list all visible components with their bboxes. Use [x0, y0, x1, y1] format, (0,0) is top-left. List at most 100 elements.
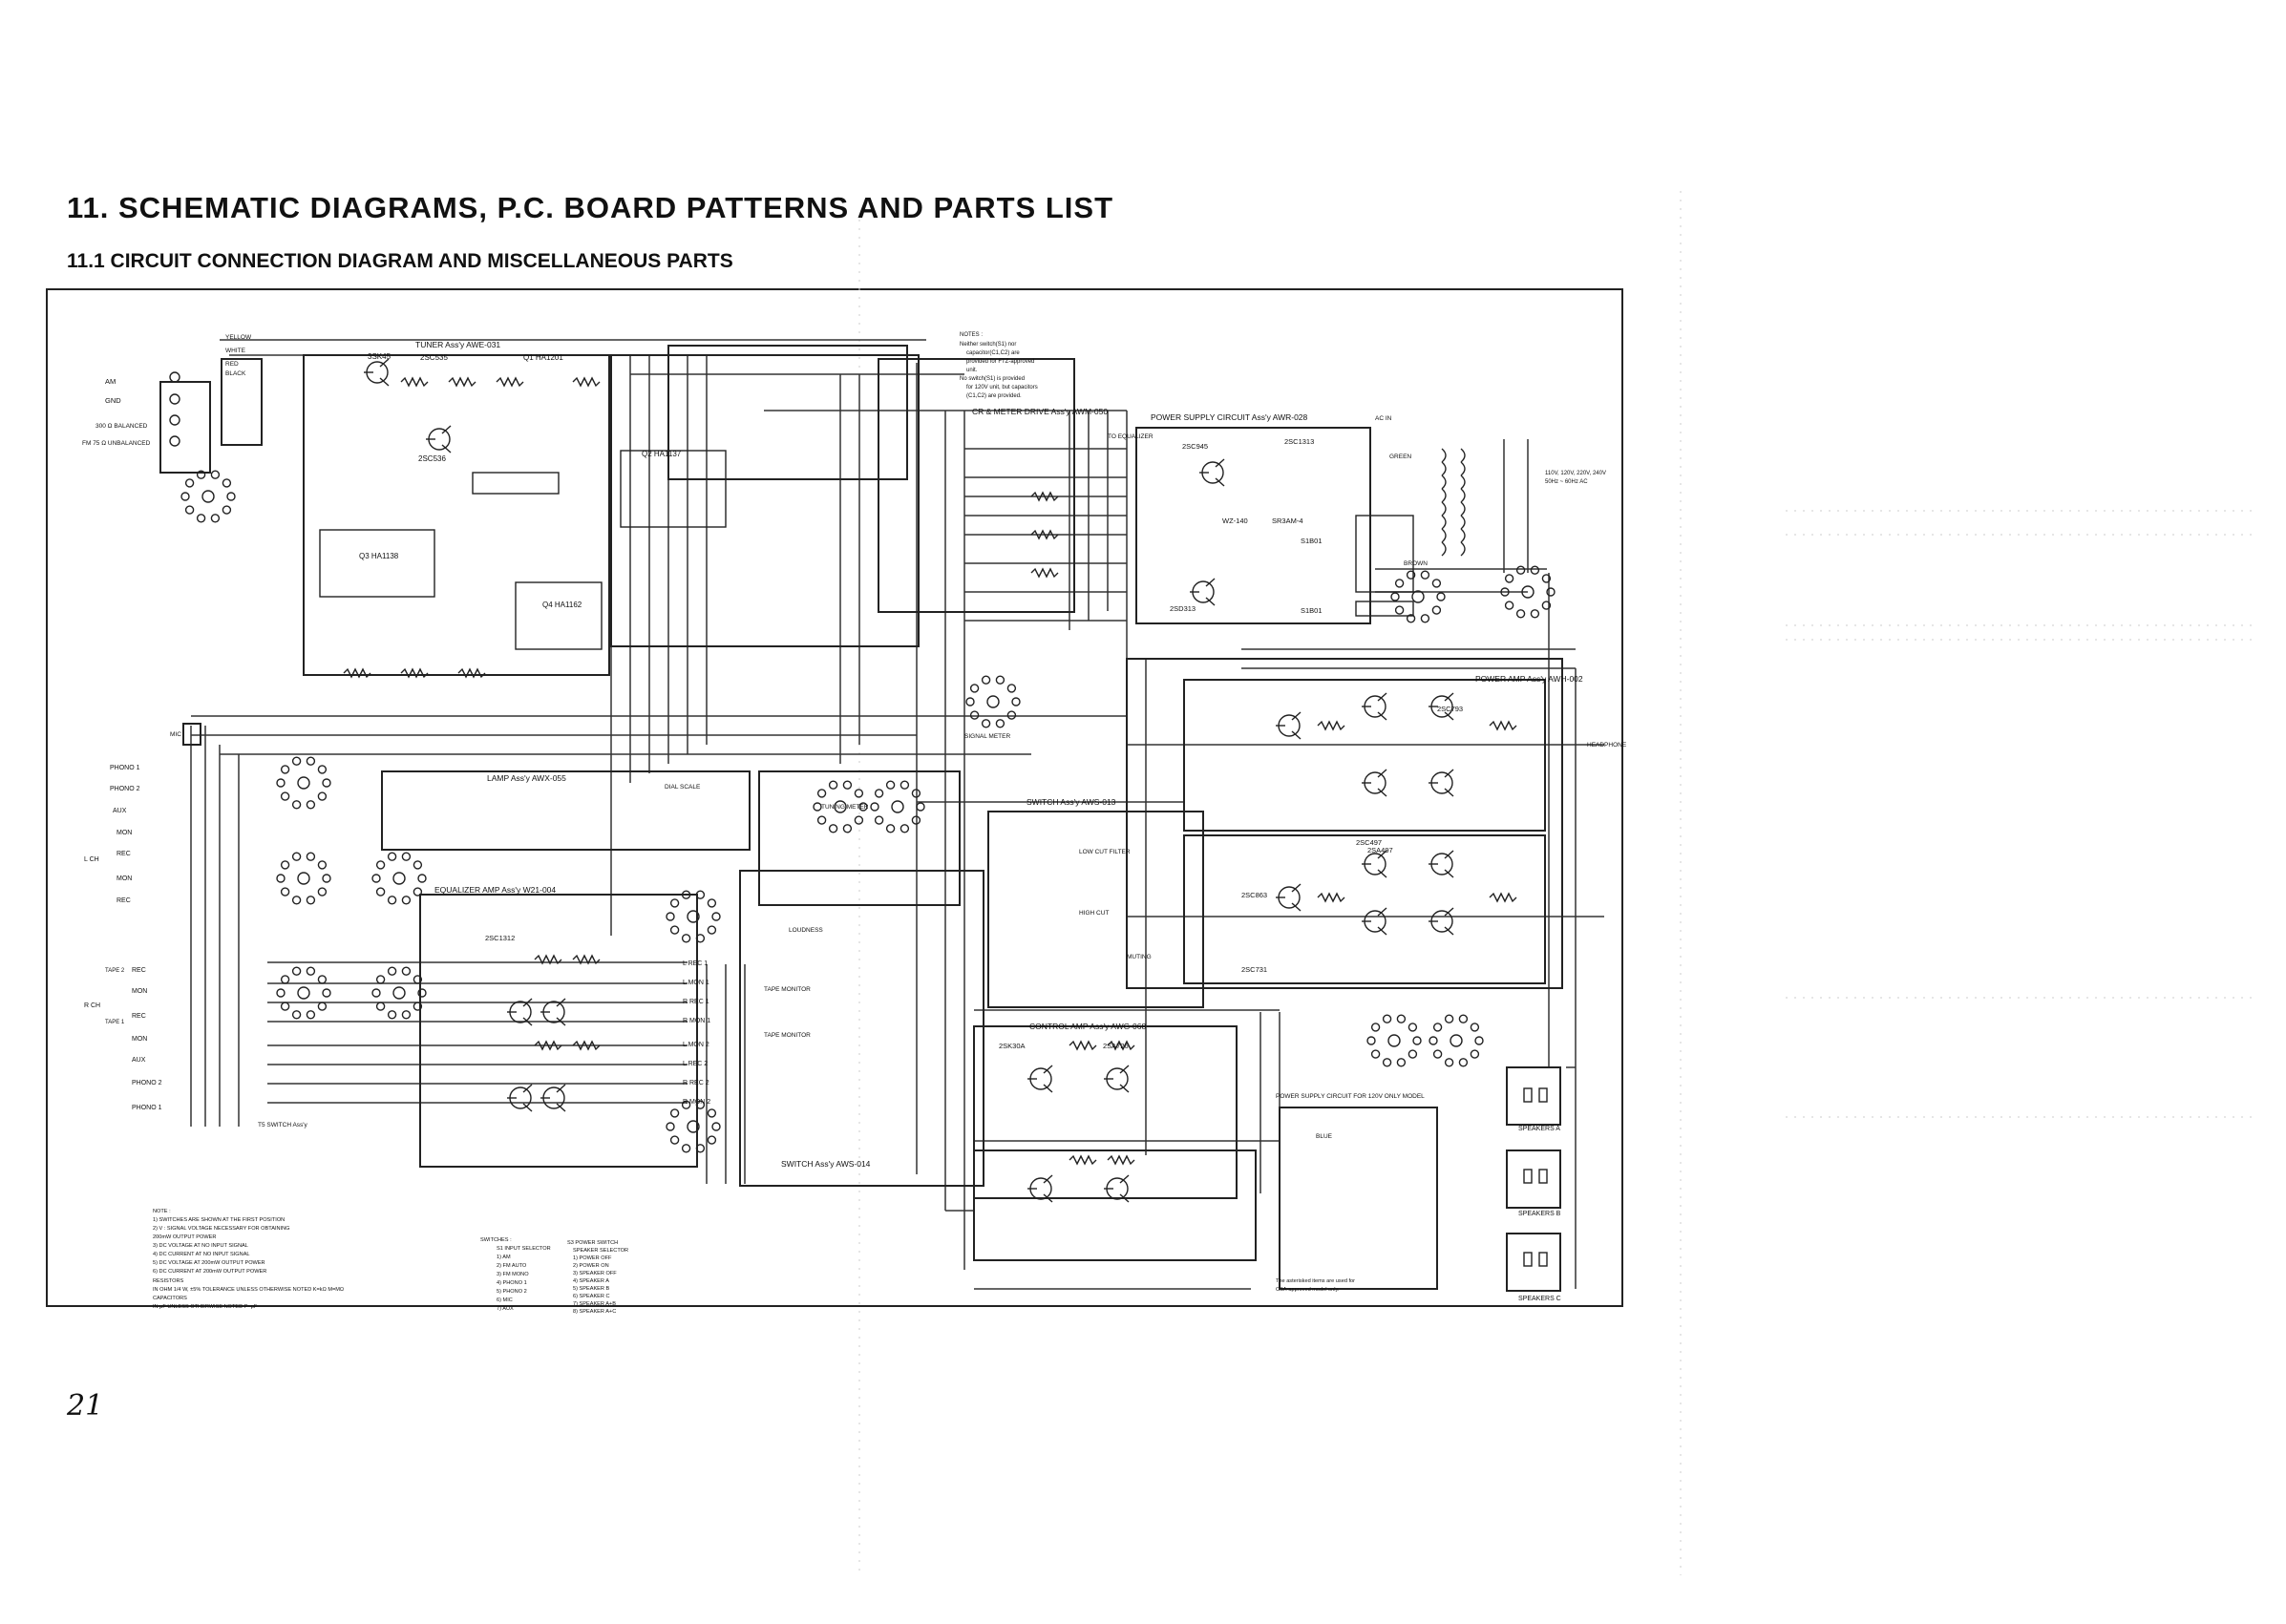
assembly-box — [1183, 834, 1546, 984]
switch-contact — [210, 514, 221, 523]
transformer-coil — [1441, 528, 1447, 543]
switch-contact — [1011, 697, 1021, 707]
switch-legend-line: S1 INPUT SELECTOR — [497, 1246, 551, 1252]
misc-labels: HEADPHONE SIGNAL METER TUNING METER DIAL… — [170, 415, 1627, 1128]
transistor-lead — [1377, 769, 1387, 778]
speaker-legend-line: 3) SPEAKER OFF — [573, 1271, 617, 1276]
note-line: RESISTORS — [153, 1278, 183, 1284]
switch-contact — [1436, 592, 1446, 601]
switch-contact — [1431, 605, 1442, 615]
transformer-coil — [1441, 515, 1447, 530]
switch-contact — [681, 934, 691, 943]
switch-contact — [280, 860, 290, 870]
switch-contact — [322, 874, 331, 883]
note-line: 200mW OUTPUT POWER — [153, 1234, 216, 1240]
assembly-box — [610, 354, 920, 647]
switch-rotor — [392, 872, 406, 885]
switch-contact — [707, 898, 717, 908]
assembly-box — [1183, 679, 1546, 832]
ic-package — [319, 529, 435, 598]
switch-contact — [707, 1135, 717, 1145]
transistor-label: 2SC863 — [1241, 891, 1267, 899]
transistor-lead — [1043, 1065, 1053, 1074]
switch-contact — [317, 887, 328, 896]
eq-output-label: R REC 2 — [683, 1080, 709, 1086]
low-cut-label: LOW CUT FILTER — [1079, 849, 1131, 855]
switch-contact — [854, 789, 864, 798]
switch-legend-line: 2) FM AUTO — [497, 1263, 527, 1269]
transistor-labels: 2SC945 2SD313 2SC1313 2SA497 2SC793 2SC4… — [485, 437, 1463, 1050]
block-labels: TUNER Ass'y AWE-031 CR & METER DRIVE Ass… — [415, 340, 1583, 1169]
speaker-legend-line: SPEAKER SELECTOR — [573, 1248, 628, 1254]
switch-contact — [1406, 570, 1416, 580]
rch-jack-label: REC — [132, 967, 146, 974]
transistor-lead — [1291, 902, 1302, 912]
switch-contact — [1382, 1014, 1392, 1023]
switch-contact — [184, 505, 195, 515]
note-line: CAPACITORS — [153, 1296, 187, 1301]
transformer-coil — [1441, 501, 1447, 517]
switch-legend-line: 4) PHONO 1 — [497, 1280, 527, 1286]
control-amp-block-label: CONTROL AMP Ass'y AWG-068 — [1029, 1022, 1147, 1031]
switch-contact — [1444, 1014, 1454, 1023]
switch-contact — [1390, 592, 1400, 601]
wire-color-label: RED — [225, 361, 239, 368]
switch-contact — [900, 780, 910, 790]
switch-contact — [401, 852, 412, 861]
assembly-box — [159, 381, 211, 474]
switch-contact — [1394, 605, 1405, 615]
ps-part-label: WZ-140 — [1222, 517, 1248, 525]
switch-rotor — [1387, 1034, 1401, 1047]
switch-contact — [306, 1010, 316, 1020]
switch-rotor — [687, 910, 700, 923]
switch-contact — [401, 966, 412, 976]
resistor — [572, 954, 601, 965]
switch-contact — [1366, 1036, 1376, 1045]
ic-label: Q1 HA1201 — [523, 353, 563, 362]
eq-output-label: R MON 1 — [683, 1018, 710, 1024]
tape-monitor-label: TAPE MONITOR — [764, 986, 811, 993]
switch-contact — [276, 874, 286, 883]
meter-drive-block-label: CR & METER DRIVE Ass'y AWM-050 — [972, 407, 1108, 416]
switch-contact — [1006, 710, 1017, 720]
note-line: 4) DC CURRENT AT NO INPUT SIGNAL — [153, 1252, 250, 1257]
switch-contact — [322, 988, 331, 998]
speaker-a-label: SPEAKERS A — [1518, 1126, 1560, 1132]
resistor — [448, 376, 476, 388]
switch-contact — [816, 815, 827, 825]
loudness-label: LOUDNESS — [789, 927, 823, 934]
transistor-lead — [1205, 597, 1216, 606]
transformer-coil — [1441, 475, 1447, 490]
transistor-lead — [1043, 1084, 1053, 1093]
speaker-legend-line: 5) SPEAKER B — [573, 1286, 610, 1292]
switch-contact — [196, 470, 206, 479]
speaker-terminal — [1523, 1252, 1533, 1267]
resistor — [534, 954, 562, 965]
ac-note-line: 110V, 120V, 220V, 240V — [1545, 471, 1606, 476]
switch-contact — [854, 815, 864, 825]
channel-label: TAPE 1 — [105, 1020, 125, 1025]
switch-contact — [816, 789, 827, 798]
eq-output-label: R MON 2 — [683, 1099, 710, 1106]
resistor — [343, 667, 371, 679]
switch-rotor — [986, 695, 1000, 708]
switch-contact — [911, 815, 921, 825]
switch-contact — [666, 912, 675, 921]
transistor-label: 2SD313 — [1170, 604, 1196, 613]
ic-package — [472, 472, 560, 495]
switch-contact — [1406, 614, 1416, 623]
note-line: 6) DC CURRENT AT 200mW OUTPUT POWER — [153, 1269, 266, 1275]
switch-contact — [210, 470, 221, 479]
schematic-frame — [46, 288, 1623, 1307]
switch-contact — [306, 756, 316, 766]
csa-note: The asterisked items are used for CSA-ap… — [1276, 1278, 1355, 1293]
switch-contact — [1394, 579, 1405, 588]
switch-contact — [226, 492, 236, 501]
resistor — [572, 1040, 601, 1051]
transistor-label: 2SA726 — [1103, 1042, 1129, 1050]
switch-contact — [291, 1010, 302, 1020]
ac-note-line: 50Hz ~ 60Hz AC — [1545, 479, 1588, 485]
switch-contact — [375, 887, 386, 896]
assembly-box — [973, 1025, 1238, 1199]
note-line: 3) DC VOLTAGE AT NO INPUT SIGNAL — [153, 1243, 248, 1249]
